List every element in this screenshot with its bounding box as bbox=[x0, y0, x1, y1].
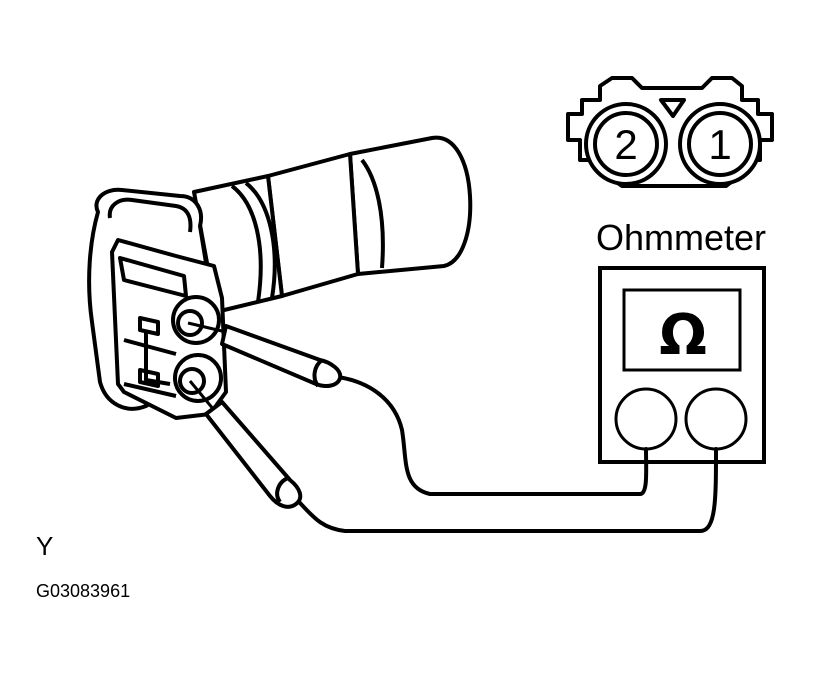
ohm-symbol-icon: Ω bbox=[659, 303, 707, 368]
probe-lower-tip bbox=[275, 476, 289, 504]
lower-lead-wire bbox=[292, 447, 718, 533]
sensor-terminal-lower-inner bbox=[178, 367, 206, 395]
key-triangle-icon bbox=[659, 98, 686, 118]
ohmmeter bbox=[598, 266, 766, 464]
pin-1-label: 1 bbox=[708, 121, 731, 168]
probe-upper bbox=[187, 321, 343, 388]
mounting-flange-inner bbox=[107, 197, 193, 233]
ohmmeter-terminal-left bbox=[614, 387, 678, 451]
sensor-barrel bbox=[348, 135, 473, 276]
probe-upper-tip bbox=[312, 358, 324, 388]
connector-face-view bbox=[566, 76, 774, 188]
pin-2-label: 2 bbox=[614, 121, 637, 168]
probe-lower-handle bbox=[204, 400, 303, 509]
connector-slot-bottom bbox=[138, 368, 160, 388]
ohmmeter-display bbox=[622, 288, 742, 372]
pin-2-socket bbox=[593, 111, 659, 177]
crankshaft-position-sensor bbox=[87, 135, 473, 420]
sensor-step-edge bbox=[360, 158, 385, 269]
probe-upper-pin bbox=[187, 321, 227, 334]
collar-ring-2 bbox=[244, 181, 277, 299]
probe-lower bbox=[188, 380, 303, 509]
test-leads bbox=[292, 375, 718, 533]
figure-code: G03083961 bbox=[36, 581, 130, 601]
ohmmeter-terminal-right bbox=[684, 387, 748, 451]
probe-lower-pin bbox=[188, 380, 216, 411]
pin-1-socket bbox=[687, 111, 753, 177]
connector-slot-top bbox=[138, 316, 160, 336]
probe-upper-handle bbox=[220, 324, 343, 388]
collar-ring-1 bbox=[230, 184, 263, 303]
ohmmeter-title: Ohmmeter bbox=[596, 217, 766, 258]
upper-lead-wire bbox=[336, 375, 649, 496]
connector-latch bbox=[118, 256, 188, 298]
view-letter: Y bbox=[36, 531, 53, 561]
connector-divider bbox=[123, 330, 177, 398]
